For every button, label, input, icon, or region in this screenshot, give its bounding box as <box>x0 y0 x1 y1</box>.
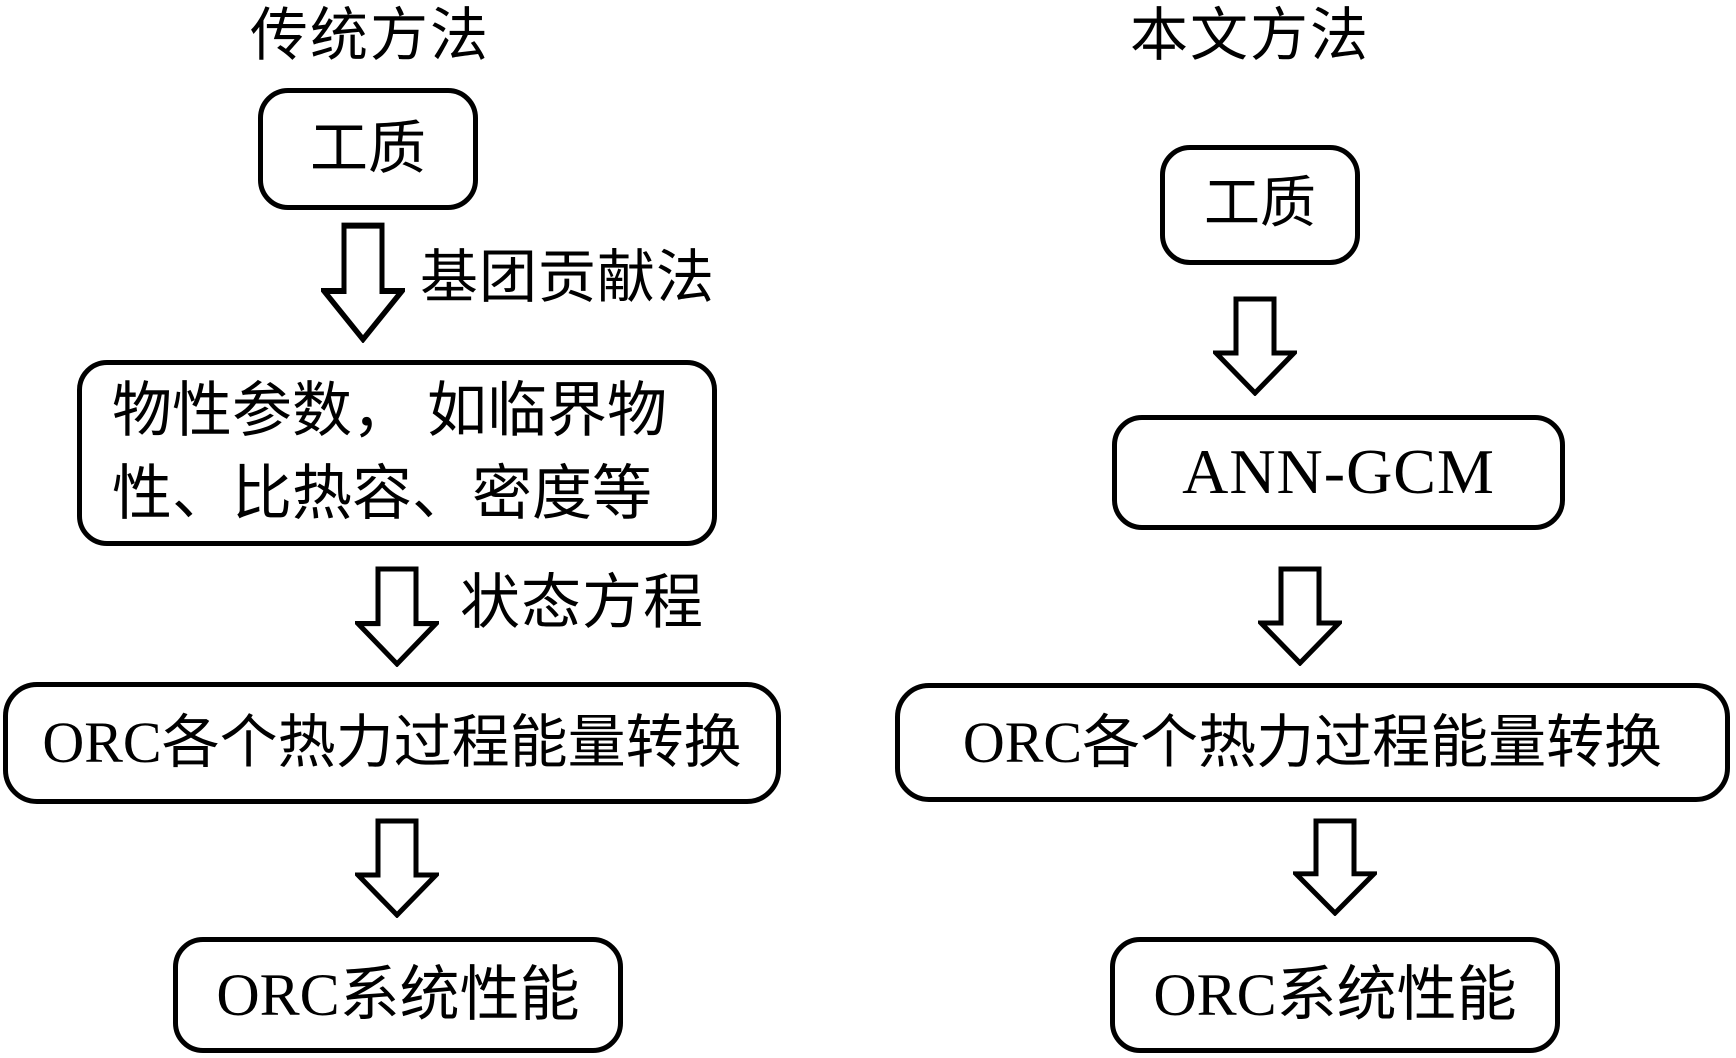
left-column-title: 传统方法 <box>249 3 490 68</box>
property-parameters-line2: 性、比热容、密度等 <box>112 461 652 527</box>
right-system-performance-box: ORC系统性能 <box>1110 937 1560 1053</box>
down-arrow-icon <box>355 818 439 918</box>
right-column-title: 本文方法 <box>1129 3 1370 68</box>
group-contribution-method-label: 基团贡献法 <box>420 245 716 310</box>
left-system-performance-box: ORC系统性能 <box>173 937 623 1053</box>
left-energy-conversion-box: ORC各个热力过程能量转换 <box>3 682 781 804</box>
right-working-fluid-box: 工质 <box>1160 145 1360 265</box>
left-working-fluid-box: 工质 <box>258 88 478 210</box>
right-energy-conversion-box: ORC各个热力过程能量转换 <box>895 683 1730 802</box>
ann-gcm-box: ANN-GCM <box>1112 415 1565 530</box>
down-arrow-icon <box>321 222 405 343</box>
equation-of-state-label: 状态方程 <box>460 570 704 636</box>
down-arrow-icon <box>355 566 439 667</box>
property-parameters-line1: 物性参数， 如临界物 <box>112 378 667 445</box>
property-parameters-box: 物性参数， 如临界物 性、比热容、密度等 <box>77 360 717 546</box>
down-arrow-icon <box>1293 818 1377 916</box>
down-arrow-icon <box>1258 566 1342 666</box>
down-arrow-icon <box>1213 296 1297 396</box>
